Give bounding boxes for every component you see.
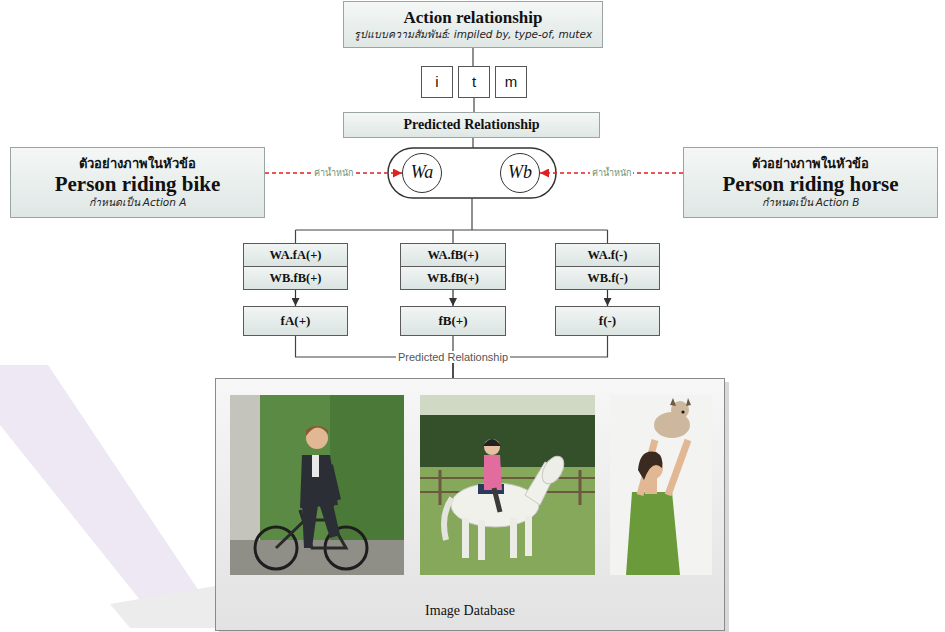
feature-box: fA(+) xyxy=(243,306,348,336)
photo-horse-part xyxy=(420,477,595,479)
node-text: m xyxy=(505,73,518,91)
photo-bike-part xyxy=(330,465,338,500)
photo-dog-part xyxy=(645,478,657,494)
photo-bike-part xyxy=(330,395,404,545)
node-text: Action relationship xyxy=(403,8,542,28)
edge-label: Predicted Relationship xyxy=(396,351,510,364)
node-text: กำหนดเป็น Action A xyxy=(89,196,187,209)
photo-horse-part xyxy=(484,455,502,490)
database-box: Image Database xyxy=(215,378,725,631)
feature-box: fB(+) xyxy=(400,306,506,336)
photo-horse-part xyxy=(579,470,582,505)
photo-horse-part xyxy=(478,520,485,560)
action-box: ตัวอย่างภาพในหัวข้อPerson riding bikeกำห… xyxy=(10,147,265,218)
photo-horse-part xyxy=(439,470,442,505)
connector xyxy=(452,290,453,306)
photo-horse-part xyxy=(494,488,500,512)
node-text: Predicted Relationship xyxy=(403,117,539,134)
photo-bike-part xyxy=(230,395,404,575)
node-text: Wb xyxy=(508,162,532,184)
photo-dog xyxy=(610,395,712,575)
photo-dog-part xyxy=(626,492,680,575)
photo-bike-part xyxy=(306,426,328,436)
relationship-box: Action relationshipรูปแบบความสัมพันธ์: i… xyxy=(343,1,603,48)
weighted-feature-box: WA.fA(+) xyxy=(243,243,348,267)
connector xyxy=(607,290,608,306)
photo-dog-part xyxy=(686,398,691,406)
action-box: ตัวอย่างภาพในหัวข้อPerson riding horseกำ… xyxy=(683,147,938,218)
weighted-feature-box: WB.fB(+) xyxy=(400,266,506,290)
weight-circle: Wb xyxy=(500,153,540,193)
wire xyxy=(452,230,453,243)
edge-label: ค่าน้ำหนัก xyxy=(590,168,633,178)
photo-dog-part xyxy=(681,410,684,413)
relation-type-box: i xyxy=(421,66,453,98)
photo-bike-part xyxy=(306,427,328,449)
node-text: WB.fB(+) xyxy=(427,271,479,286)
node-text: Person riding bike xyxy=(55,172,221,196)
node-text: Image Database xyxy=(425,603,515,620)
relation-type-box: t xyxy=(458,66,490,98)
photo-horse-part xyxy=(444,498,452,540)
photo-bike-part xyxy=(312,455,319,477)
node-text: i xyxy=(435,73,438,91)
photo-horse-part xyxy=(525,516,532,556)
photo-horse-part xyxy=(420,395,595,575)
photo-horse-part xyxy=(484,439,500,455)
node-text: fA(+) xyxy=(281,313,311,329)
photo-horse-part xyxy=(538,453,569,488)
photo-dog-part xyxy=(638,451,662,480)
node-text: fB(+) xyxy=(438,313,467,329)
connector xyxy=(473,98,474,112)
node-text: WA.fA(+) xyxy=(270,248,322,263)
photo-dog-part xyxy=(670,398,676,406)
node-text: ตัวอย่างภาพในหัวข้อ xyxy=(79,156,196,172)
node-text: กำหนดเป็น Action B xyxy=(762,196,860,209)
photo-horse-part xyxy=(462,518,469,558)
process-box: Predicted Relationship xyxy=(343,112,600,138)
connector xyxy=(295,290,296,306)
weighted-feature-box: WA.fB(+) xyxy=(400,243,506,267)
wire xyxy=(472,138,473,148)
node-text: WB.f(-) xyxy=(587,271,628,286)
photo-bike-part xyxy=(302,505,318,548)
node-text: WA.f(-) xyxy=(588,248,628,263)
wire xyxy=(296,229,608,230)
node-text: t xyxy=(472,73,476,91)
weighted-feature-box: WA.f(-) xyxy=(555,243,660,267)
watermark-shape xyxy=(0,365,205,600)
photo-bike xyxy=(230,395,404,575)
feature-box: f(-) xyxy=(555,306,660,336)
node-text: ตัวอย่างภาพในหัวข้อ xyxy=(752,156,869,172)
node-text: WB.fB(+) xyxy=(270,271,322,286)
edge-label: ค่าน้ำหนัก xyxy=(312,168,355,178)
node-text: Wa xyxy=(411,162,433,184)
node-text: รูปแบบความสัมพันธ์: impiled by, type-of,… xyxy=(354,28,592,41)
node-text: f(-) xyxy=(599,313,616,329)
database-fill xyxy=(215,378,725,631)
photo-horse-part xyxy=(510,518,517,558)
shadow-shape xyxy=(110,586,215,628)
relation-type-box: m xyxy=(495,66,527,98)
weight-circle: Wa xyxy=(402,153,442,193)
photo-horse-part xyxy=(420,395,595,415)
photo-horse xyxy=(420,395,595,575)
weighted-feature-box: WB.f(-) xyxy=(555,266,660,290)
photo-horse-part xyxy=(420,395,595,467)
node-text: Person riding horse xyxy=(722,172,898,196)
wire xyxy=(471,198,472,230)
node-text: WA.fB(+) xyxy=(427,248,478,263)
photo-dog-part xyxy=(610,395,712,575)
photo-bike-part xyxy=(230,395,260,545)
weight-pill xyxy=(388,148,556,198)
wire xyxy=(295,230,296,243)
photo-horse-part xyxy=(483,439,501,446)
photo-bike-part xyxy=(318,500,340,538)
connector xyxy=(472,48,473,66)
photo-dog-part xyxy=(668,440,688,495)
wire xyxy=(607,230,608,243)
weighted-feature-box: WB.fB(+) xyxy=(243,266,348,290)
